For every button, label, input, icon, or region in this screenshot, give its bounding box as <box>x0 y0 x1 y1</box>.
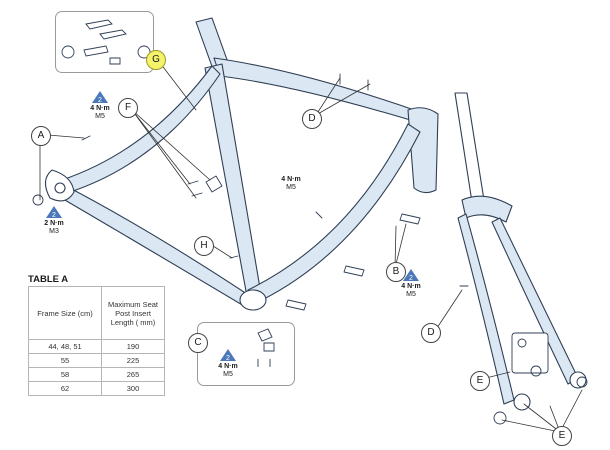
bottom-bracket <box>239 289 267 311</box>
table-row: 44, 48, 51 190 <box>28 339 165 354</box>
headset-parts-icon <box>61 19 151 65</box>
table-cell: 300 <box>101 381 165 396</box>
warning-triangle-icon: 2 <box>403 269 419 282</box>
stand-2 <box>343 265 365 277</box>
fork-blade-left <box>457 213 515 405</box>
table-cell: 55 <box>28 353 102 368</box>
top-tube <box>213 57 431 127</box>
washer-e2 <box>576 376 588 388</box>
fork-crown <box>461 195 513 223</box>
torque-right: 2 4 N·m M5 <box>395 268 427 299</box>
bb-cable-guide-icon <box>257 328 275 367</box>
warning-triangle-icon: 2 <box>92 91 108 104</box>
fork <box>454 92 587 411</box>
torque-value: 4 N·m <box>281 176 301 183</box>
table-cell: 44, 48, 51 <box>28 339 102 354</box>
warning-triangle-icon: 2 <box>46 206 62 219</box>
inset-box-g <box>55 11 154 73</box>
frame <box>44 17 439 311</box>
callout-g: G <box>146 50 166 70</box>
small-parts <box>32 73 588 425</box>
torque-badge-text: 2 <box>98 97 102 104</box>
stand-3 <box>285 299 307 311</box>
bolt-center <box>315 211 323 219</box>
leader-lines <box>39 58 583 433</box>
inset-box-c <box>197 322 295 386</box>
torque-value: 4 N·m <box>401 283 421 290</box>
callout-e-bottom: E <box>552 426 572 446</box>
table-a: Frame Size (cm) Maximum Seat Post Insert… <box>28 286 165 396</box>
table-a-title: TABLE A <box>28 274 69 285</box>
table-header-insert-length: Maximum Seat Post Insert Length ( mm) <box>101 286 165 340</box>
callout-c: C <box>188 333 208 353</box>
callout-d-fork: D <box>421 323 441 343</box>
fork-blade-right <box>491 217 579 385</box>
warning-triangle-icon: 2 <box>220 349 236 362</box>
seat-cluster <box>407 107 439 194</box>
washer-e1 <box>493 411 507 425</box>
seat-stay <box>61 65 221 193</box>
callout-e-left: E <box>470 371 490 391</box>
torque-badge-text: 2 <box>226 355 230 362</box>
callout-h: H <box>194 236 214 256</box>
torque-center: 4 N·m M5 <box>276 176 306 192</box>
bolt-f2 <box>191 192 203 197</box>
rear-dropout <box>44 169 75 202</box>
table-row: 58 265 <box>28 367 165 382</box>
thru-axle-cap <box>32 194 44 206</box>
torque-left-bottom: 2 2 N·m M3 <box>38 205 70 236</box>
down-tube <box>247 123 421 301</box>
table-row: 62 300 <box>28 381 165 396</box>
bolt-a <box>81 135 91 141</box>
torque-value: 2 N·m <box>44 220 64 227</box>
callout-b: B <box>386 262 406 282</box>
seat-tube <box>204 63 263 303</box>
torque-size: M5 <box>223 371 233 378</box>
table-cell: 265 <box>101 367 165 382</box>
torque-value: 4 N·m <box>218 363 238 370</box>
torque-value: 4 N·m <box>90 105 110 112</box>
table-header-frame-size: Frame Size (cm) <box>28 286 102 340</box>
table-cell: 225 <box>101 353 165 368</box>
torque-box-c: 2 4 N·m M5 <box>212 348 244 379</box>
torque-size: M5 <box>286 184 296 191</box>
table-cell: 190 <box>101 339 165 354</box>
torque-badge-text: 2 <box>52 212 56 219</box>
torque-size: M5 <box>95 113 105 120</box>
callout-f: F <box>118 98 138 118</box>
table-header-row: Frame Size (cm) Maximum Seat Post Insert… <box>28 286 165 340</box>
table-row: 55 225 <box>28 353 165 368</box>
fork-dropout-left <box>513 393 531 411</box>
callout-a: A <box>31 126 51 146</box>
torque-left-top: 2 4 N·m M5 <box>84 90 116 121</box>
callout-d-top: D <box>302 109 322 129</box>
fork-dropout-right <box>569 371 587 389</box>
table-cell: 62 <box>28 381 102 396</box>
clamp-f <box>205 175 223 193</box>
steerer-tube <box>454 92 485 203</box>
torque-size: M3 <box>49 228 59 235</box>
torque-size: M5 <box>406 291 416 298</box>
table-cell: 58 <box>28 367 102 382</box>
dropout-hole <box>54 182 66 194</box>
fork-insert-e <box>511 332 549 374</box>
stand-1 <box>399 213 421 225</box>
torque-badge-text: 2 <box>409 275 413 282</box>
